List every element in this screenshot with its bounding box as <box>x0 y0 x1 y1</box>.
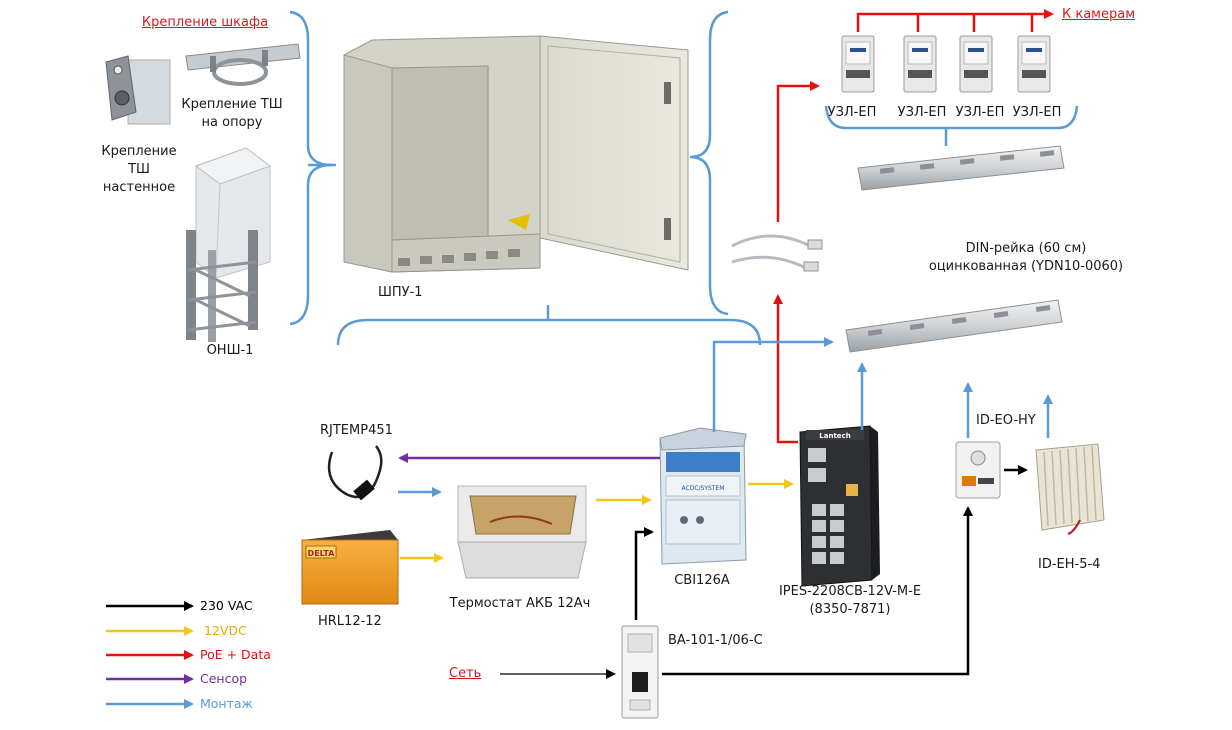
ipes-label: IPES-2208CB-12V-M-E (8350-7871) <box>778 584 922 617</box>
hrl-battery-image: DELTA <box>301 530 399 605</box>
uzl-label-2: УЗЛ-ЕП <box>897 105 947 120</box>
pole-mount-label: Крепление ТШ на опору <box>181 97 283 130</box>
lantech-brand: Lantech <box>819 432 850 440</box>
to-cameras-link[interactable]: К камерам <box>1062 7 1136 22</box>
wall-mount-label: Крепление ТШ настенное <box>101 144 177 195</box>
breaker-label: BA-101-1/06-C <box>668 633 763 648</box>
mounting-brace-left <box>289 10 336 326</box>
din-rail-upper <box>857 145 1065 191</box>
uzl-label-1: УЗЛ-ЕП <box>827 105 877 120</box>
cbi-label: CBI126A <box>674 573 730 588</box>
uzl-ep-device-4 <box>1017 35 1051 93</box>
shpu-label: ШПУ-1 <box>378 285 423 300</box>
legend-label-poe: PoE + Data <box>200 647 271 662</box>
rjtemp-label: RJTEMP451 <box>320 423 393 438</box>
legend-arrows <box>106 601 194 709</box>
dc-wires <box>400 479 794 563</box>
onsh-stand-image <box>186 147 272 342</box>
uzl-label-3: УЗЛ-ЕП <box>955 105 1005 120</box>
uzl-ep-device-2 <box>903 35 937 93</box>
id-eo-hy-image <box>955 441 1001 499</box>
legend-label-sensor: Сенсор <box>200 671 248 686</box>
hrl-label: HRL12-12 <box>318 614 382 629</box>
din-rail-lower <box>845 299 1063 353</box>
ac-wires <box>500 465 1028 679</box>
thermostat-box-image <box>457 485 587 579</box>
legend-label-12vdc: 12VDC <box>204 623 247 638</box>
thermostat-label: Термостат АКБ 12Ач <box>449 596 591 611</box>
id-eh-label: ID-EH-5-4 <box>1038 557 1101 572</box>
cabinet-mounting-title[interactable]: Крепление шкафа <box>141 15 269 30</box>
ipes-switch-image: Lantech <box>799 425 880 587</box>
mounting-brace-uzl <box>824 105 1079 146</box>
mains-link[interactable]: Сеть <box>449 666 482 681</box>
wall-bracket-image <box>105 55 171 125</box>
din-rail-label: DIN-рейка (60 см) оцинкованная (YDN10-00… <box>928 241 1124 274</box>
mounting-brace-right <box>689 10 729 316</box>
poe-wires <box>773 9 1054 444</box>
shpu-cabinet-image <box>343 35 689 273</box>
pole-bracket-image <box>185 43 301 86</box>
mount-wires <box>398 337 1053 497</box>
patch-cords-image <box>731 234 823 272</box>
legend-label-mount: Монтаж <box>200 696 253 711</box>
rjtemp-sensor-image <box>327 445 383 501</box>
uzl-label-4: УЗЛ-ЕП <box>1012 105 1062 120</box>
mounting-brace-bottom <box>336 305 762 346</box>
id-eh-heater-image <box>1035 443 1105 535</box>
breaker-image <box>621 625 659 719</box>
uzl-ep-device-1 <box>841 35 875 93</box>
uzl-ep-device-3 <box>959 35 993 93</box>
id-eo-label: ID-EO-HY <box>976 413 1036 428</box>
cbi-psu-image: ACDC/SYSTEM <box>659 427 747 565</box>
delta-brand: DELTA <box>308 549 336 558</box>
onsh-label: ОНШ-1 <box>206 343 254 358</box>
legend-label-230vac: 230 VAC <box>200 598 253 613</box>
acdc-brand: ACDC/SYSTEM <box>682 485 725 492</box>
